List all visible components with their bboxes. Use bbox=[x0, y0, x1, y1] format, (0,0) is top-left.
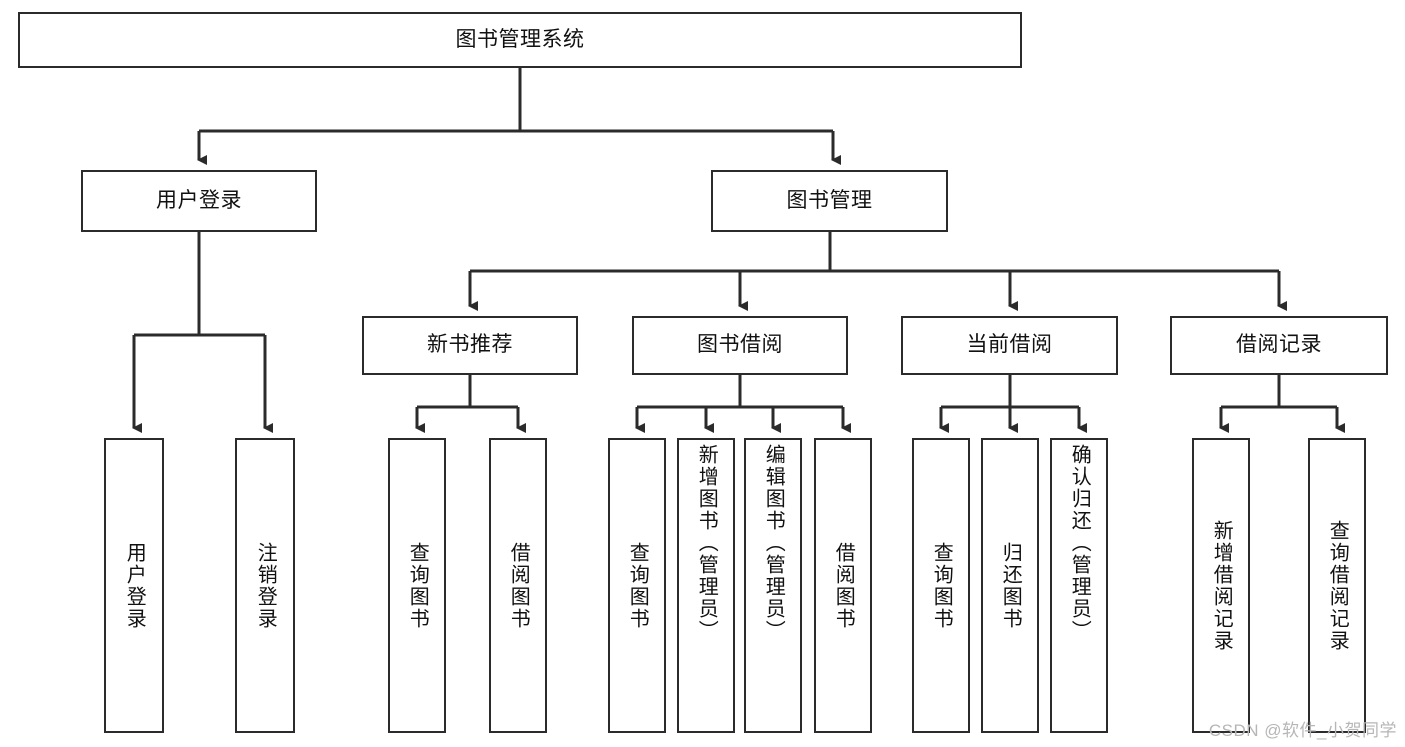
node-label: 新增图书（管理员） bbox=[695, 444, 718, 642]
node-label: 图书借阅 bbox=[697, 333, 783, 357]
node-leaf-query-book-current[interactable]: 查询图书 bbox=[912, 438, 970, 733]
node-label: 新增借阅记录 bbox=[1210, 519, 1233, 652]
node-leaf-query-book-recommend[interactable]: 查询图书 bbox=[388, 438, 446, 733]
node-leaf-user-login[interactable]: 用户登录 bbox=[104, 438, 164, 733]
node-label: 借阅图书 bbox=[507, 541, 530, 630]
node-label: 查询借阅记录 bbox=[1326, 519, 1349, 652]
node-leaf-edit-book-admin[interactable]: 编辑图书（管理员） bbox=[744, 438, 802, 733]
node-root-book-management-system[interactable]: 图书管理系统 bbox=[18, 12, 1022, 68]
node-label: 用户登录 bbox=[156, 188, 242, 212]
node-leaf-return-book[interactable]: 归还图书 bbox=[981, 438, 1039, 733]
node-label: 新书推荐 bbox=[427, 333, 513, 357]
node-label: 确认归还（管理员） bbox=[1068, 444, 1091, 642]
node-label: 查询图书 bbox=[930, 541, 953, 630]
node-borrow-record[interactable]: 借阅记录 bbox=[1170, 316, 1388, 375]
node-label: 注销登录 bbox=[254, 541, 277, 630]
node-leaf-borrow-book-borrow[interactable]: 借阅图书 bbox=[814, 438, 872, 733]
node-label: 编辑图书（管理员） bbox=[762, 444, 785, 642]
node-current-borrow[interactable]: 当前借阅 bbox=[901, 316, 1118, 375]
node-user-login[interactable]: 用户登录 bbox=[81, 170, 317, 232]
node-book-management[interactable]: 图书管理 bbox=[711, 170, 948, 232]
node-leaf-confirm-return-admin[interactable]: 确认归还（管理员） bbox=[1050, 438, 1108, 733]
node-label: 查询图书 bbox=[406, 541, 429, 630]
node-leaf-query-borrow-record[interactable]: 查询借阅记录 bbox=[1308, 438, 1366, 733]
node-leaf-add-borrow-record[interactable]: 新增借阅记录 bbox=[1192, 438, 1250, 733]
node-label: 查询图书 bbox=[626, 541, 649, 630]
node-leaf-query-book-borrow[interactable]: 查询图书 bbox=[608, 438, 666, 733]
watermark-text: CSDN @软件_小贺同学 bbox=[1208, 721, 1397, 740]
node-leaf-logout-login[interactable]: 注销登录 bbox=[235, 438, 295, 733]
node-label: 当前借阅 bbox=[966, 333, 1053, 357]
node-label: 用户登录 bbox=[123, 541, 146, 630]
node-label: 借阅图书 bbox=[832, 541, 855, 630]
node-book-borrow[interactable]: 图书借阅 bbox=[632, 316, 848, 375]
node-new-book-recommend[interactable]: 新书推荐 bbox=[362, 316, 578, 375]
node-label: 图书管理 bbox=[786, 188, 873, 212]
node-leaf-add-book-admin[interactable]: 新增图书（管理员） bbox=[677, 438, 735, 733]
node-leaf-borrow-book-recommend[interactable]: 借阅图书 bbox=[489, 438, 547, 733]
node-label: 借阅记录 bbox=[1236, 333, 1322, 357]
node-label: 归还图书 bbox=[999, 541, 1022, 630]
node-label: 图书管理系统 bbox=[455, 27, 585, 51]
